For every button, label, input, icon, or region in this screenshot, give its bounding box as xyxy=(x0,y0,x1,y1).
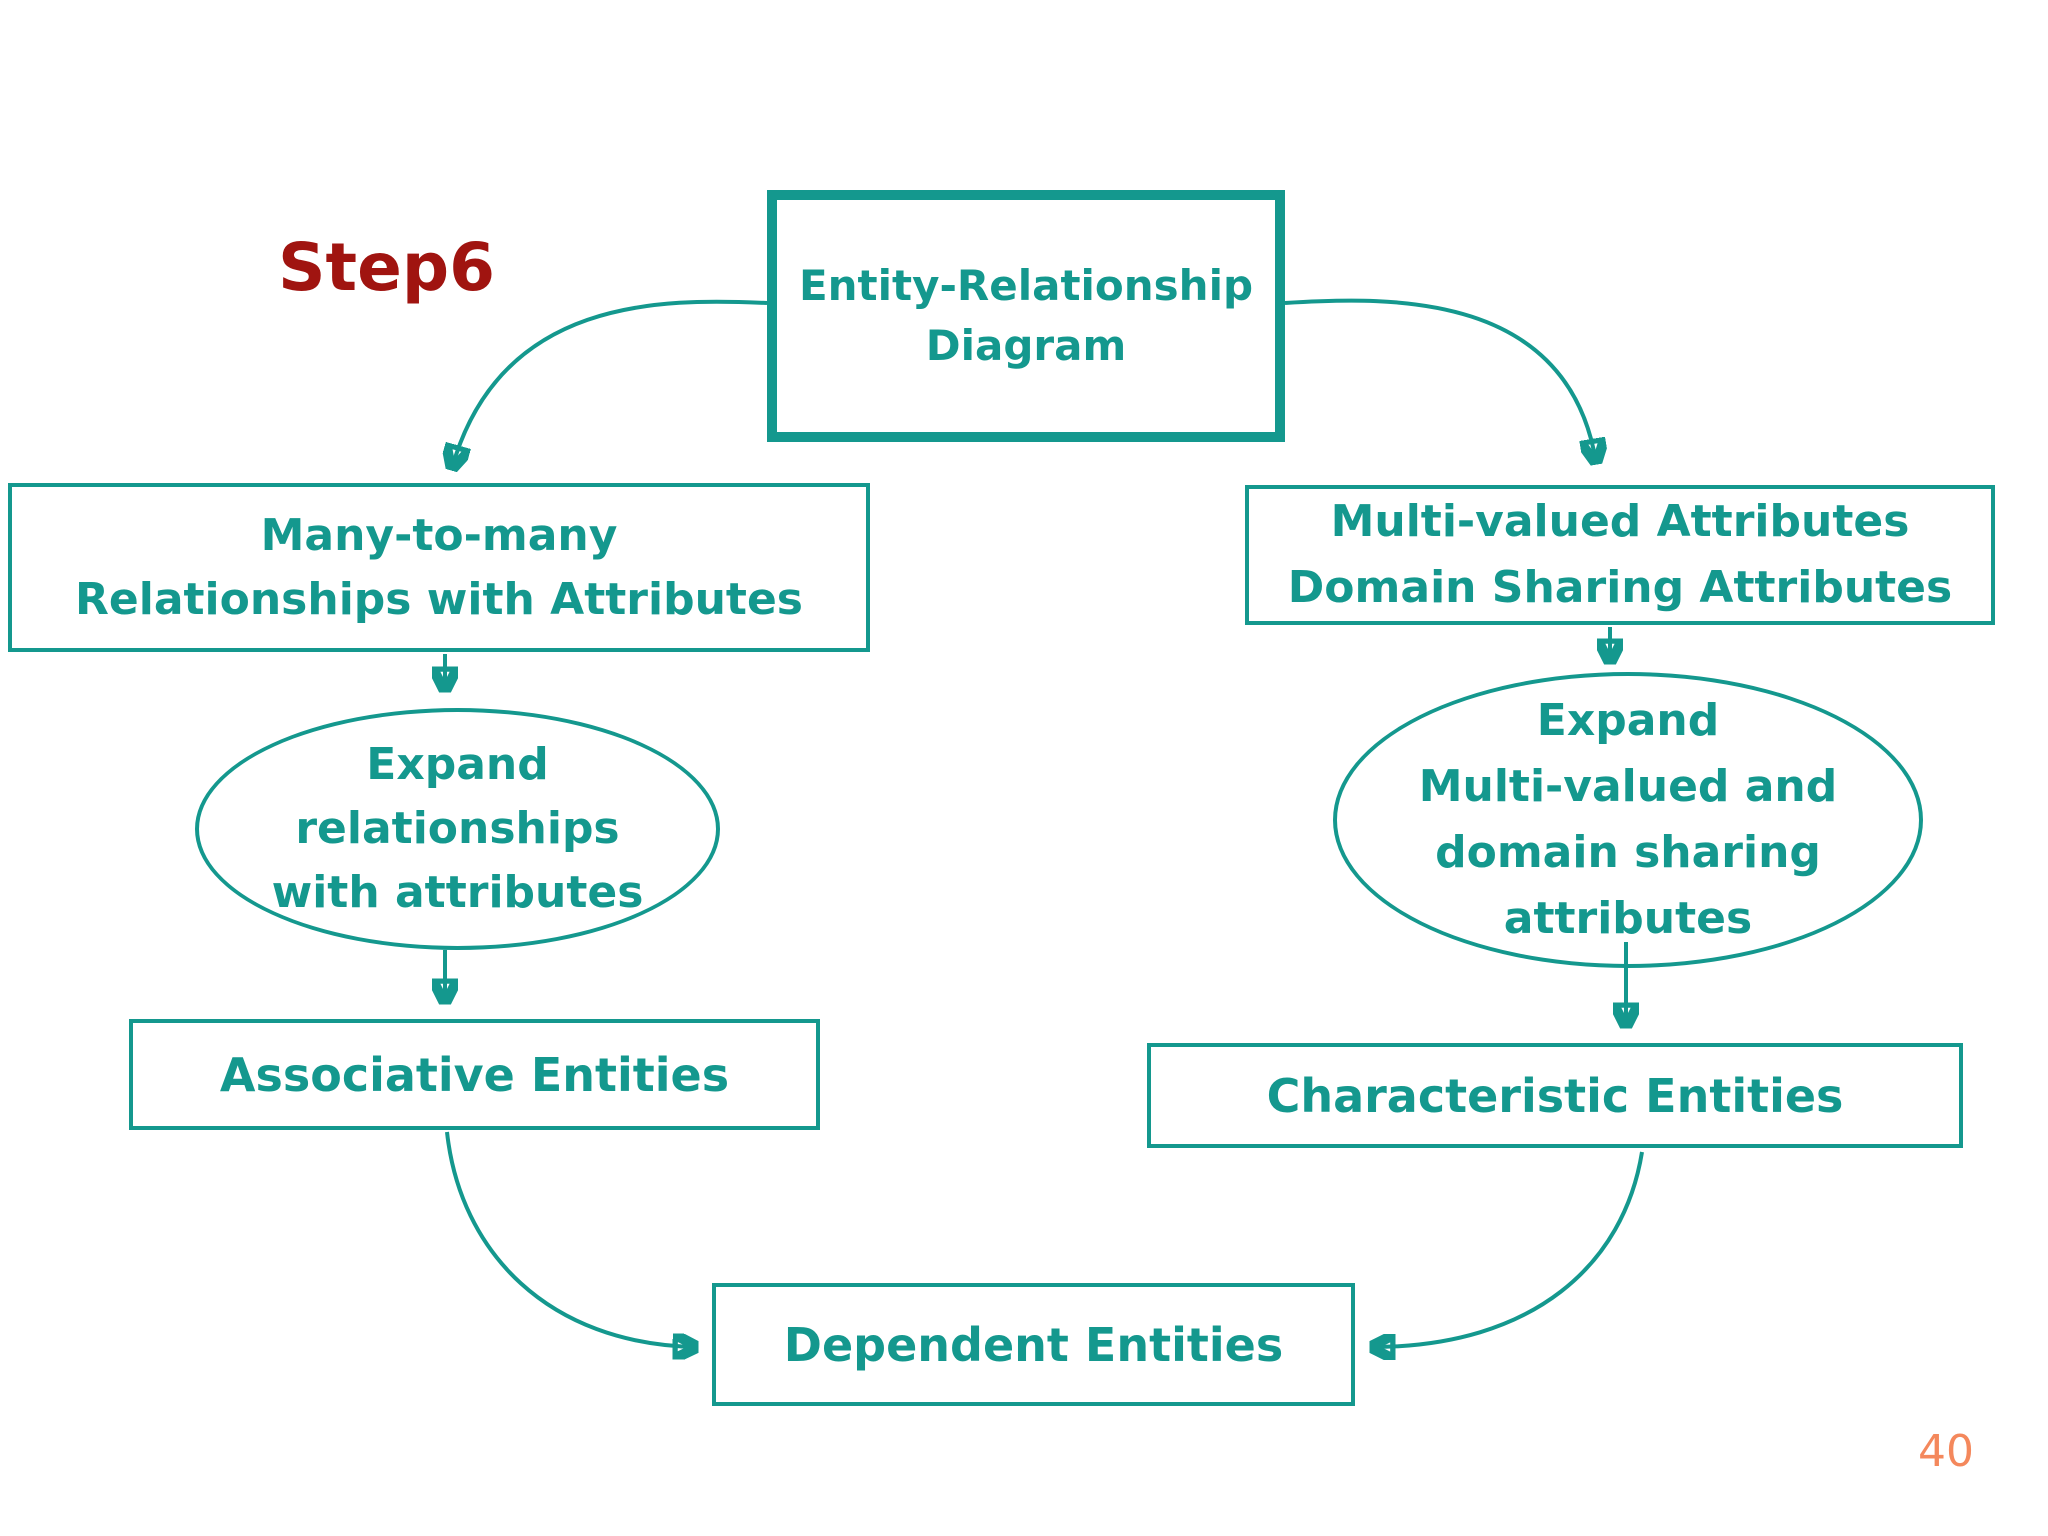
arrow-erd-to-multi-valued xyxy=(1284,298,1596,462)
node-multi-valued-attributes: Multi-valued Attributes Domain Sharing A… xyxy=(1245,485,1995,625)
step-title: Step6 xyxy=(278,229,496,306)
node-expand-multi-valued-ellipse: Expand Multi-valued and domain sharing a… xyxy=(1333,672,1923,968)
arrow-erd-to-many-to-many xyxy=(452,299,768,468)
node-dependent-entities: Dependent Entities xyxy=(712,1283,1355,1406)
node-entity-relationship-diagram: Entity-Relationship Diagram xyxy=(767,190,1285,442)
page-number: 40 xyxy=(1918,1426,1974,1477)
node-associative-entities: Associative Entities xyxy=(129,1019,820,1130)
arrow-characteristic-to-dependent xyxy=(1372,1151,1644,1347)
node-expand-relationships-ellipse: Expand relationships with attributes xyxy=(195,708,720,950)
arrow-associative-to-dependent xyxy=(445,1131,696,1347)
node-characteristic-entities: Characteristic Entities xyxy=(1147,1043,1963,1148)
node-many-to-many-relationships: Many-to-many Relationships with Attribut… xyxy=(8,483,870,652)
